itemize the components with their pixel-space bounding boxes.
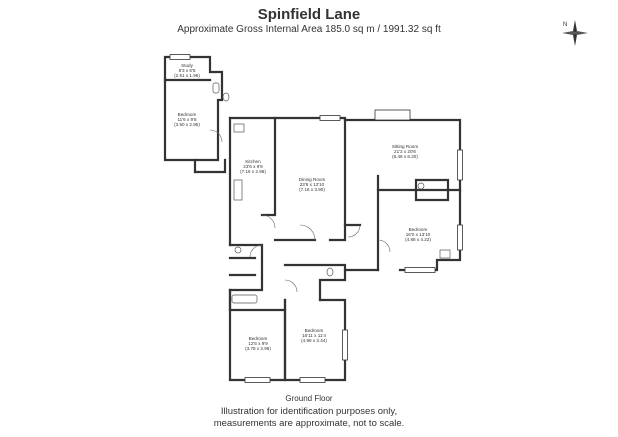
- compass-north-icon: N: [560, 18, 590, 48]
- svg-text:Bedroom: Bedroom: [249, 336, 268, 341]
- svg-text:Study: Study: [181, 63, 193, 68]
- svg-text:(7.16 x 2.96): (7.16 x 2.96): [240, 169, 266, 174]
- svg-text:(2.51 x 1.96): (2.51 x 1.96): [174, 73, 200, 78]
- label-bedroom-bottom: Bedroom 12'5 x 9'9 (3.78 x 2.98): [245, 336, 271, 351]
- svg-text:Dining Room: Dining Room: [299, 177, 326, 182]
- svg-text:(7.16 x 3.90): (7.16 x 3.90): [299, 187, 325, 192]
- disclaimer-line-1: Illustration for identification purposes…: [220, 406, 398, 417]
- label-dining-room: Dining Room 23'6 x 12'10 (7.16 x 3.90): [299, 177, 326, 192]
- wall-kitchen: [228, 116, 277, 217]
- svg-text:(6.48 x 6.20): (6.48 x 6.20): [392, 154, 418, 159]
- label-bedroom-top: Bedroom 11'6 x 9'8 (3.50 x 2.95): [174, 112, 200, 127]
- label-bedroom-right: Bedroom 16'0 x 13'10 (4.88 x 4.22): [405, 227, 431, 242]
- disclaimer-line-2: measurements are approximate, not to sca…: [213, 418, 405, 429]
- svg-text:23'6 x 12'10: 23'6 x 12'10: [300, 182, 325, 187]
- svg-text:23'6 x 9'9: 23'6 x 9'9: [243, 164, 263, 169]
- wall-dining: [273, 116, 347, 242]
- svg-text:Bedroom: Bedroom: [305, 328, 324, 333]
- wall-bedroom-bottom: [228, 288, 287, 382]
- compass-label: N: [563, 22, 567, 28]
- svg-text:(3.78 x 2.98): (3.78 x 2.98): [245, 346, 271, 351]
- label-kitchen: Kitchen 23'6 x 9'9 (7.16 x 2.96): [240, 159, 266, 174]
- disclaimer: Illustration for identification purposes…: [0, 406, 618, 430]
- svg-text:16'11 x 11'4: 16'11 x 11'4: [302, 333, 326, 338]
- wall-bedroom-mid: [283, 298, 347, 382]
- svg-text:Kitchen: Kitchen: [245, 159, 261, 164]
- svg-text:(4.98 x 3.44): (4.98 x 3.44): [301, 338, 327, 343]
- svg-text:16'0 x 13'10: 16'0 x 13'10: [406, 232, 431, 237]
- svg-text:8'3 x 6'5: 8'3 x 6'5: [179, 68, 196, 73]
- area-subtitle: Approximate Gross Internal Area 185.0 sq…: [177, 24, 441, 35]
- label-bedroom-mid: Bedroom 16'11 x 11'4 (4.98 x 3.44): [301, 328, 327, 343]
- label-sitting-room: Sitting Room 21'3 x 20'6 (6.48 x 6.20): [392, 144, 419, 159]
- svg-text:Bedroom: Bedroom: [178, 112, 197, 117]
- floor-label: Ground Floor: [285, 394, 333, 403]
- svg-text:(3.50 x 2.95): (3.50 x 2.95): [174, 122, 200, 127]
- svg-text:12'5 x 9'9: 12'5 x 9'9: [248, 341, 268, 346]
- wall-west-wing: [163, 55, 224, 162]
- wall-sitting: [343, 118, 462, 272]
- svg-text:21'3 x 20'6: 21'3 x 20'6: [394, 149, 416, 154]
- label-study: Study 8'3 x 6'5 (2.51 x 1.96): [174, 63, 200, 78]
- plan-title: Spinfield Lane: [257, 6, 361, 23]
- svg-text:Bedroom: Bedroom: [409, 227, 428, 232]
- svg-text:11'6 x 9'8: 11'6 x 9'8: [177, 117, 196, 122]
- svg-text:Sitting Room: Sitting Room: [392, 144, 418, 149]
- svg-text:(4.88 x 4.22): (4.88 x 4.22): [405, 237, 431, 242]
